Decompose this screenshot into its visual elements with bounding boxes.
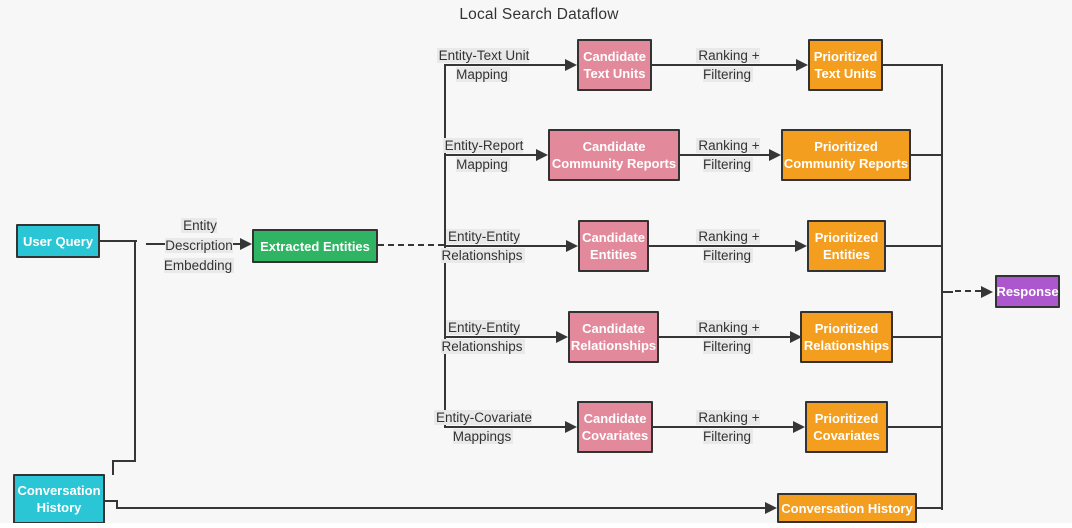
- node-prioritized-community-reports: Prioritized Community Reports: [781, 129, 911, 181]
- collector-spine: [941, 64, 943, 510]
- edge-label-embedding: Entity Description Embedding: [163, 218, 235, 273]
- edge-label-row3-mapping: Entity-Entity Relationships: [441, 229, 525, 263]
- node-conversation-history-input: Conversation History: [13, 474, 105, 524]
- arrowhead-prioritized-text-units: [796, 59, 808, 71]
- edge-label-row2-ranking: Ranking + Filtering: [696, 138, 760, 172]
- edge-response-stub: [941, 291, 953, 293]
- arrowhead-response: [981, 286, 993, 298]
- edge-label-row3-ranking: Ranking + Filtering: [696, 229, 760, 263]
- edge-row1-ranking: [652, 64, 796, 66]
- arrowhead-candidate-community-reports: [536, 149, 548, 161]
- node-candidate-text-units: Candidate Text Units: [577, 39, 652, 91]
- edge-extracted-entities-out-dashed: [378, 244, 444, 246]
- node-prioritized-text-units: Prioritized Text Units: [808, 39, 883, 91]
- arrowhead-candidate-covariates: [565, 421, 577, 433]
- edge-label-row5-mapping: Entity-Covariate Mappings: [433, 410, 533, 444]
- node-extracted-entities: Extracted Entities: [252, 229, 378, 263]
- arrowhead-candidate-text-units: [565, 59, 577, 71]
- edge-label-row1-ranking: Ranking + Filtering: [696, 48, 760, 82]
- node-prioritized-relationships: Prioritized Relationships: [800, 311, 893, 363]
- arrowhead-prioritized-covariates: [793, 421, 805, 433]
- edge-ch-out-step: [116, 500, 118, 509]
- edge-row1-mapping: [444, 64, 565, 66]
- node-candidate-community-reports: Candidate Community Reports: [548, 129, 680, 181]
- edge-label-row4-ranking: Ranking + Filtering: [696, 320, 760, 354]
- edge-row5-mapping: [444, 426, 565, 428]
- edge-label-row4-mapping: Entity-Entity Relationships: [441, 320, 525, 354]
- node-response: Response: [995, 275, 1060, 308]
- edge-row3-collector: [886, 245, 943, 247]
- node-candidate-covariates: Candidate Covariates: [577, 401, 653, 453]
- edge-row3-ranking: [649, 245, 795, 247]
- bottom-margin: [0, 523, 1072, 528]
- arrowhead-extracted-entities: [240, 238, 252, 250]
- edge-row4-mapping: [444, 336, 556, 338]
- edge-conversation-history-up: [134, 241, 136, 461]
- edge-row3-mapping: [444, 245, 566, 247]
- edge-ch-out-collector: [917, 507, 941, 509]
- diagram-title: Local Search Dataflow: [459, 6, 619, 23]
- edge-ch-bottom: [116, 507, 765, 509]
- node-prioritized-covariates: Prioritized Covariates: [805, 401, 888, 453]
- edge-row2-mapping: [444, 154, 536, 156]
- edge-response-dashed: [955, 290, 981, 292]
- edge-label-row1-mapping: Entity-Text Unit Mapping: [436, 48, 530, 82]
- arrowhead-prioritized-relationships: [790, 331, 802, 343]
- arrowhead-conversation-history-out: [765, 502, 777, 514]
- edge-row5-ranking: [653, 426, 793, 428]
- edge-conversation-history-jog-h: [112, 460, 136, 462]
- edge-row2-collector: [911, 154, 943, 156]
- edge-row4-collector: [893, 336, 943, 338]
- edge-row1-collector: [883, 64, 943, 66]
- edge-label-row5-ranking: Ranking + Filtering: [696, 410, 760, 444]
- edge-junction-dash: [146, 243, 164, 245]
- node-candidate-entities: Candidate Entities: [578, 220, 649, 272]
- edge-row4-ranking: [659, 336, 790, 338]
- node-prioritized-entities: Prioritized Entities: [807, 220, 886, 272]
- node-user-query: User Query: [16, 224, 100, 258]
- node-conversation-history-output: Conversation History: [777, 493, 917, 523]
- edge-row2-ranking: [680, 154, 769, 156]
- edge-conversation-history-jog-v: [112, 460, 114, 475]
- edge-ch-out-stub: [104, 500, 118, 502]
- arrowhead-candidate-relationships: [556, 331, 568, 343]
- edge-user-query-out: [100, 240, 137, 242]
- arrowhead-prioritized-community-reports: [769, 149, 781, 161]
- edge-row5-collector: [888, 426, 943, 428]
- node-candidate-relationships: Candidate Relationships: [568, 311, 659, 363]
- arrowhead-prioritized-entities: [795, 240, 807, 252]
- arrowhead-candidate-entities: [566, 240, 578, 252]
- edge-label-row2-mapping: Entity-Report Mapping: [442, 138, 524, 172]
